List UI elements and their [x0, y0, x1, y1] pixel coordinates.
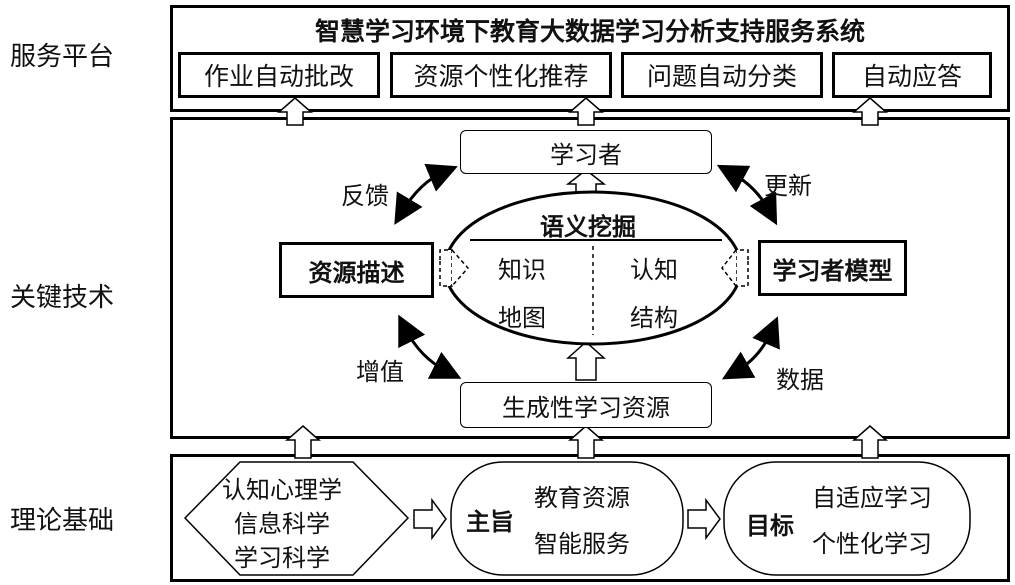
value-add-arrow	[398, 314, 462, 379]
update-label: 更新	[764, 172, 812, 200]
module-resource-recommend: 资源个性化推荐	[390, 52, 612, 98]
goal-box	[723, 461, 971, 576]
goal-item-adaptive-learning: 自适应学习	[812, 484, 932, 512]
feedback-label: 反馈	[341, 182, 389, 210]
module-auto-answer: 自动应答	[832, 52, 992, 98]
discipline-learning-science: 学习科学	[234, 544, 330, 572]
layer-label-theory: 理论基础	[10, 506, 115, 536]
layer-label-service: 服务平台	[10, 42, 115, 72]
generative-resources-box: 生成性学习资源	[460, 382, 712, 428]
right-arrow-to-purpose	[413, 497, 447, 541]
update-arrow	[716, 164, 778, 226]
service-platform-title: 智慧学习环境下教育大数据学习分析支持服务系统	[314, 17, 865, 46]
layer-label-key-tech: 关键技术	[10, 283, 115, 313]
dashed-connector-right	[721, 249, 749, 287]
disciplines-hexagon	[183, 461, 410, 576]
purpose-label: 主旨	[466, 508, 514, 536]
knowledge-map-line2: 地图	[498, 304, 546, 332]
learner-box: 学习者	[460, 130, 712, 174]
semantic-mining-title: 语义挖掘	[540, 213, 636, 241]
goal-item-personalized-learning: 个性化学习	[812, 530, 932, 558]
module-question-classify: 问题自动分类	[621, 52, 823, 98]
purpose-item-education-resources: 教育资源	[534, 484, 630, 512]
dashed-connector-left	[439, 249, 470, 287]
purpose-box	[450, 461, 684, 576]
data-arrow	[721, 316, 780, 380]
knowledge-map-line1: 知识	[498, 256, 546, 284]
feedback-arrow	[394, 163, 458, 225]
learner-model-box: 学习者模型	[758, 240, 907, 296]
cognitive-structure-line2: 结构	[630, 304, 678, 332]
value-add-label: 增值	[356, 358, 404, 386]
module-auto-grading: 作业自动批改	[178, 52, 380, 98]
discipline-cognitive-psychology: 认知心理学	[222, 476, 342, 504]
cognitive-structure-line1: 认知	[630, 256, 678, 284]
up-arrows-to-key-tech	[285, 425, 888, 459]
goal-label: 目标	[746, 512, 794, 540]
right-arrow-to-goal	[687, 497, 721, 541]
resource-description-box: 资源描述	[279, 242, 434, 298]
data-label: 数据	[776, 366, 824, 394]
purpose-item-intelligent-service: 智能服务	[534, 530, 630, 558]
discipline-information-science: 信息科学	[234, 510, 330, 538]
up-arrow-to-ellipse	[566, 340, 606, 381]
up-arrows-to-service	[277, 97, 888, 126]
